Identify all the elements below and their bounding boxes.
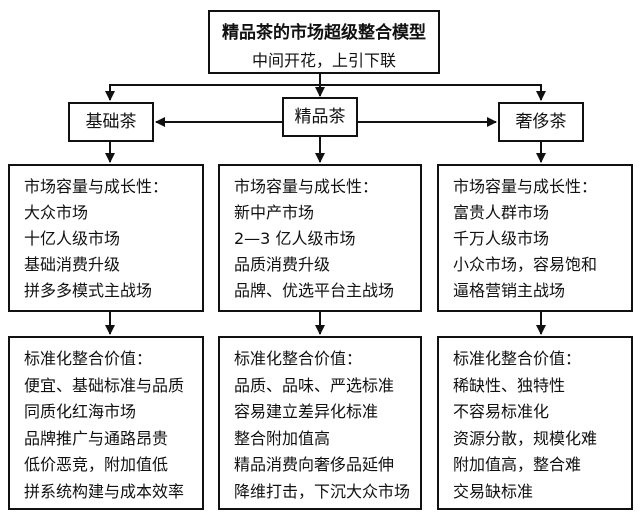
model-title: 精品茶的市场超级整合模型 [222, 23, 426, 43]
category-basic-label: 基础茶 [85, 112, 137, 132]
value-luxury-line: 资源分散，规模化难 [453, 428, 598, 448]
market-basic-line: 拼多多模式主战场 [24, 281, 153, 300]
category-premium-tea: 精品茶 [282, 97, 358, 137]
market-luxury-line: 小众市场，容易饱和 [453, 255, 598, 274]
model-subtitle: 中间开花，上引下联 [251, 51, 396, 70]
market-luxury-line: 逼格营销主战场 [453, 281, 566, 300]
value-premium-line: 容易建立差异化标准 [234, 402, 379, 421]
value-luxury-line: 交易缺标准 [453, 481, 534, 501]
value-basic-line: 品牌推广与通路昂贵 [24, 428, 169, 448]
value-premium-line: 整合附加值高 [234, 428, 331, 448]
value-basic-line: 拼系统构建与成本效率 [24, 481, 185, 501]
value-luxury-line: 附加值高，整合难 [453, 455, 582, 474]
value-premium-line: 品质、品味、严选标准 [234, 375, 395, 395]
category-premium-label: 精品茶 [294, 107, 346, 127]
value-premium-line: 精品消费向奢侈品延伸 [234, 455, 395, 474]
value-basic-line: 低价恶竞，附加值低 [24, 455, 169, 474]
market-premium-line: 2—3 亿人级市场 [234, 229, 356, 248]
arrow-top-to-basic [105, 84, 320, 101]
market-box-luxury: 市场容量与成长性： 富贵人群市场 千万人级市场 小众市场，容易饱和 逼格营销主战… [437, 164, 633, 312]
category-luxury-tea: 奢侈茶 [498, 102, 584, 142]
market-basic-line: 基础消费升级 [24, 255, 121, 274]
value-basic-line: 标准化整合价值： [24, 349, 153, 368]
value-luxury-line: 稀缺性、独特性 [453, 375, 566, 395]
value-premium-line: 标准化整合价值： [234, 349, 363, 368]
value-premium-line: 降维打击，下沉大众市场 [234, 481, 411, 501]
market-luxury-line: 富贵人群市场 [453, 203, 550, 222]
market-premium-line: 品质消费升级 [234, 255, 331, 274]
value-box-basic: 标准化整合价值： 便宜、基础标准与品质 同质化红海市场 品牌推广与通路昂贵 低价… [8, 336, 204, 510]
value-luxury-line: 不容易标准化 [453, 402, 550, 421]
market-premium-line: 品牌、优选平台主战场 [234, 281, 395, 300]
market-box-premium: 市场容量与成长性： 新中产市场 2—3 亿人级市场 品质消费升级 品牌、优选平台… [218, 164, 422, 312]
category-luxury-label: 奢侈茶 [515, 112, 567, 132]
model-title-box: 精品茶的市场超级整合模型 中间开花，上引下联 [208, 10, 440, 74]
market-box-basic: 市场容量与成长性： 大众市场 十亿人级市场 基础消费升级 拼多多模式主战场 [8, 164, 204, 312]
value-box-luxury: 标准化整合价值： 稀缺性、独特性 不容易标准化 资源分散，规模化难 附加值高，整… [437, 336, 633, 510]
market-basic-line: 市场容量与成长性： [24, 177, 169, 196]
arrow-top-to-luxury [320, 84, 546, 101]
market-premium-line: 市场容量与成长性： [234, 177, 379, 196]
market-luxury-line: 市场容量与成长性： [453, 177, 598, 196]
market-basic-line: 大众市场 [24, 203, 89, 222]
value-box-premium: 标准化整合价值： 品质、品味、严选标准 容易建立差异化标准 整合附加值高 精品消… [218, 336, 422, 510]
value-basic-line: 便宜、基础标准与品质 [24, 375, 185, 395]
market-premium-line: 新中产市场 [234, 203, 315, 222]
market-luxury-line: 千万人级市场 [453, 229, 550, 248]
category-basic-tea: 基础茶 [68, 102, 154, 142]
market-basic-line: 十亿人级市场 [24, 229, 121, 248]
value-luxury-line: 标准化整合价值： [453, 349, 582, 368]
value-basic-line: 同质化红海市场 [24, 402, 137, 421]
